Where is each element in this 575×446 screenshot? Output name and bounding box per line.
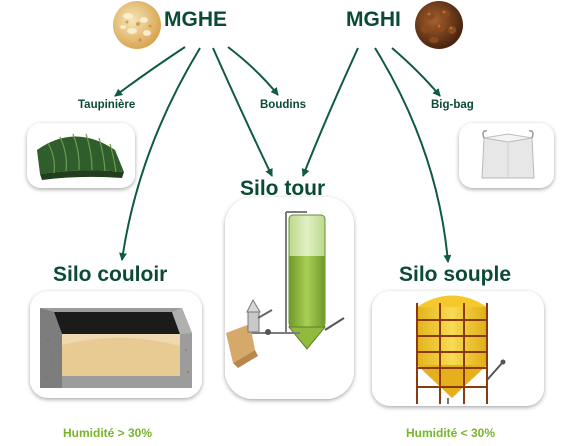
arrow-mghe-boudins: [227, 46, 279, 96]
arrow-mghe-taupiniere: [114, 46, 186, 97]
arrow-mghe-silo-couloir: [119, 47, 201, 261]
arrow-mghi-big-bag: [391, 47, 441, 97]
big-bag-label: Big-bag: [431, 99, 474, 111]
mghi-grain-icon: [415, 1, 463, 49]
arrow-mghe-silo-tour: [212, 47, 273, 177]
arrow-mghi-silo-souple: [374, 47, 452, 263]
arrow-mghi-silo-tour: [301, 47, 359, 177]
silo-souple-title: Silo souple: [399, 263, 512, 286]
humidity-high-label: Humidité > 30%: [63, 426, 153, 440]
taupiniere-image: [37, 133, 124, 180]
silo-couloir-image: [40, 308, 192, 388]
big-bag-image: [481, 130, 535, 179]
mghe-grain-icon: [113, 1, 161, 49]
silo-tour-title: Silo tour: [240, 177, 326, 200]
taupiniere-label: Taupinière: [78, 99, 136, 111]
silo-tour-image: [226, 211, 345, 368]
boudins-label: Boudins: [260, 99, 306, 111]
mghi-label: MGHI: [346, 8, 401, 31]
humidity-low-label: Humidité < 30%: [406, 426, 496, 440]
mghe-label: MGHE: [164, 8, 227, 31]
silo-souple-image: [416, 295, 506, 404]
silo-couloir-title: Silo couloir: [53, 263, 168, 286]
arrows: [114, 46, 452, 263]
